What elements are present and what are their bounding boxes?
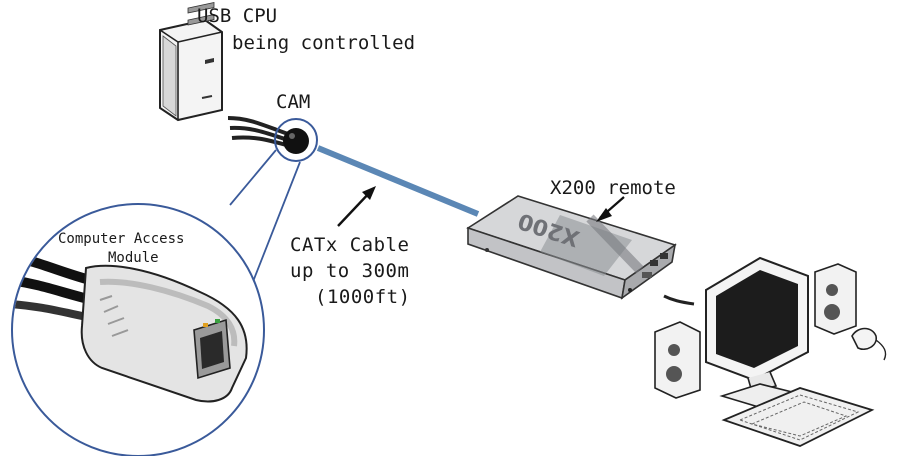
usb-vga-leads: [227, 116, 291, 148]
remote-to-workstation-lead: [663, 294, 695, 306]
tower-pc-icon: [159, 2, 223, 122]
cable-label-line3: (1000ft): [315, 286, 411, 308]
cable-label-line1: CATx Cable: [290, 234, 409, 256]
x200-extender-icon: X200: [466, 195, 677, 300]
cam-label: CAM: [276, 91, 310, 113]
module-zoom-callout: [11, 203, 265, 456]
cpu-label-line2: being controlled: [232, 32, 415, 54]
remote-label: X200 remote: [550, 177, 676, 199]
remote-pointer-arrow: [596, 196, 625, 222]
labels: USB CPU being controlled CAM X200 remote…: [58, 5, 676, 308]
cable-pointer-arrow: [337, 186, 376, 227]
cable-label-line2: up to 300m: [290, 260, 409, 282]
monitor-keyboard-mouse-speakers-icon: [654, 256, 887, 447]
module-label-line2: Module: [108, 250, 159, 266]
catx-cable: [316, 145, 480, 217]
module-label-line1: Computer Access: [58, 231, 184, 247]
cam-dongle-icon: [274, 118, 318, 162]
cpu-label-line1: USB CPU: [197, 5, 277, 27]
computer-access-module-icon: [13, 251, 248, 403]
